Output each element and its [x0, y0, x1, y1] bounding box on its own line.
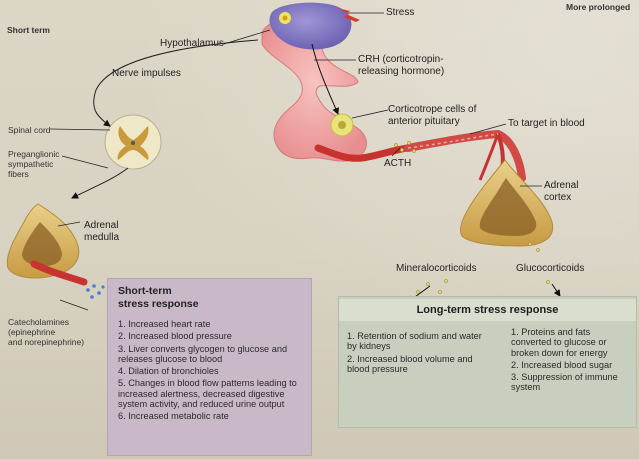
spinal-cord-illustration — [104, 114, 162, 170]
adrenal-cortex-illustration — [460, 159, 554, 247]
response-list-item: 5. Changes in blood flow patterns leadin… — [118, 378, 297, 410]
spinal-cord-label: Spinal cord — [8, 125, 51, 135]
short-term-box-title-line1: Short-term — [118, 285, 172, 297]
acth-label: ACTH — [384, 158, 412, 169]
long-term-left-list: 1. Retention of sodium and water by kidn… — [347, 331, 487, 376]
more-prolonged-header: More prolonged — [566, 2, 631, 12]
preganglionic-label-line1: Preganglionic — [8, 149, 60, 159]
acth-molecules — [394, 141, 416, 153]
adrenal-medulla-label-line1: Adrenal — [84, 220, 119, 231]
adrenal-medulla-label-line2: medulla — [84, 232, 120, 243]
response-list-item: 2. Increased blood sugar — [511, 359, 613, 370]
catecholamines-label-line3: and norepinephrine) — [8, 337, 85, 347]
adrenal-medulla-illustration — [6, 203, 88, 286]
long-term-box-title: Long-term stress response — [339, 299, 636, 321]
crh-label-line1: CRH (corticotropin- — [358, 54, 444, 65]
response-list-item: 2. Increased blood volume and blood pres… — [347, 353, 473, 374]
response-list-item: 3. Liver converts glycogen to glucose an… — [118, 343, 288, 364]
response-list-item: 2. Increased blood pressure — [118, 331, 232, 342]
catecholamines-label-line2: (epinephrine — [8, 327, 56, 337]
hypothalamus-illustration — [269, 2, 352, 50]
to-target-label: To target in blood — [508, 118, 585, 129]
short-term-response-box: Short-term stress response 1. Increased … — [107, 278, 312, 456]
short-term-header: Short term — [7, 25, 50, 35]
response-list-item: 1. Proteins and fats converted to glucos… — [511, 327, 608, 358]
long-term-response-box: Long-term stress response 1. Retention o… — [338, 296, 637, 428]
preganglionic-label-line3: fibers — [8, 169, 29, 179]
long-term-right-list: 1. Proteins and fats converted to glucos… — [511, 327, 631, 395]
adrenal-cortex-label-line2: cortex — [544, 192, 572, 203]
nerve-impulses-label: Nerve impulses — [112, 68, 181, 79]
hypothalamus-label: Hypothalamus — [160, 38, 224, 49]
catecholamine-molecules — [86, 284, 105, 299]
catecholamines-label-line1: Catecholamines — [8, 317, 69, 327]
response-list-item: 3. Suppression of immune system — [511, 372, 618, 393]
adrenal-cortex-label-line1: Adrenal — [544, 180, 579, 191]
corticotrope-label-line2: anterior pituitary — [388, 116, 460, 127]
glucocorticoids-label: Glucocorticoids — [516, 263, 585, 274]
response-list-item: 6. Increased metabolic rate — [118, 411, 229, 422]
mineralocorticoids-label: Mineralocorticoids — [396, 263, 477, 274]
stress-label: Stress — [386, 7, 415, 18]
response-list-item: 1. Increased heart rate — [118, 319, 211, 329]
response-list-item: 1. Retention of sodium and water by kidn… — [347, 331, 482, 352]
preganglionic-label-line2: sympathetic — [8, 159, 54, 169]
short-term-box-title-line2: stress response — [118, 298, 199, 310]
stress-bolt-icon — [337, 8, 360, 22]
leader-lines — [49, 12, 542, 311]
response-list-item: 4. Dilation of bronchioles — [118, 366, 219, 377]
crh-label-line2: releasing hormone) — [358, 66, 445, 77]
corticotrope-label-line1: Corticotrope cells of — [388, 104, 477, 115]
corticotrope-cell — [330, 113, 354, 137]
short-term-list: 1. Increased heart rate 2. Increased bloo… — [118, 319, 306, 424]
